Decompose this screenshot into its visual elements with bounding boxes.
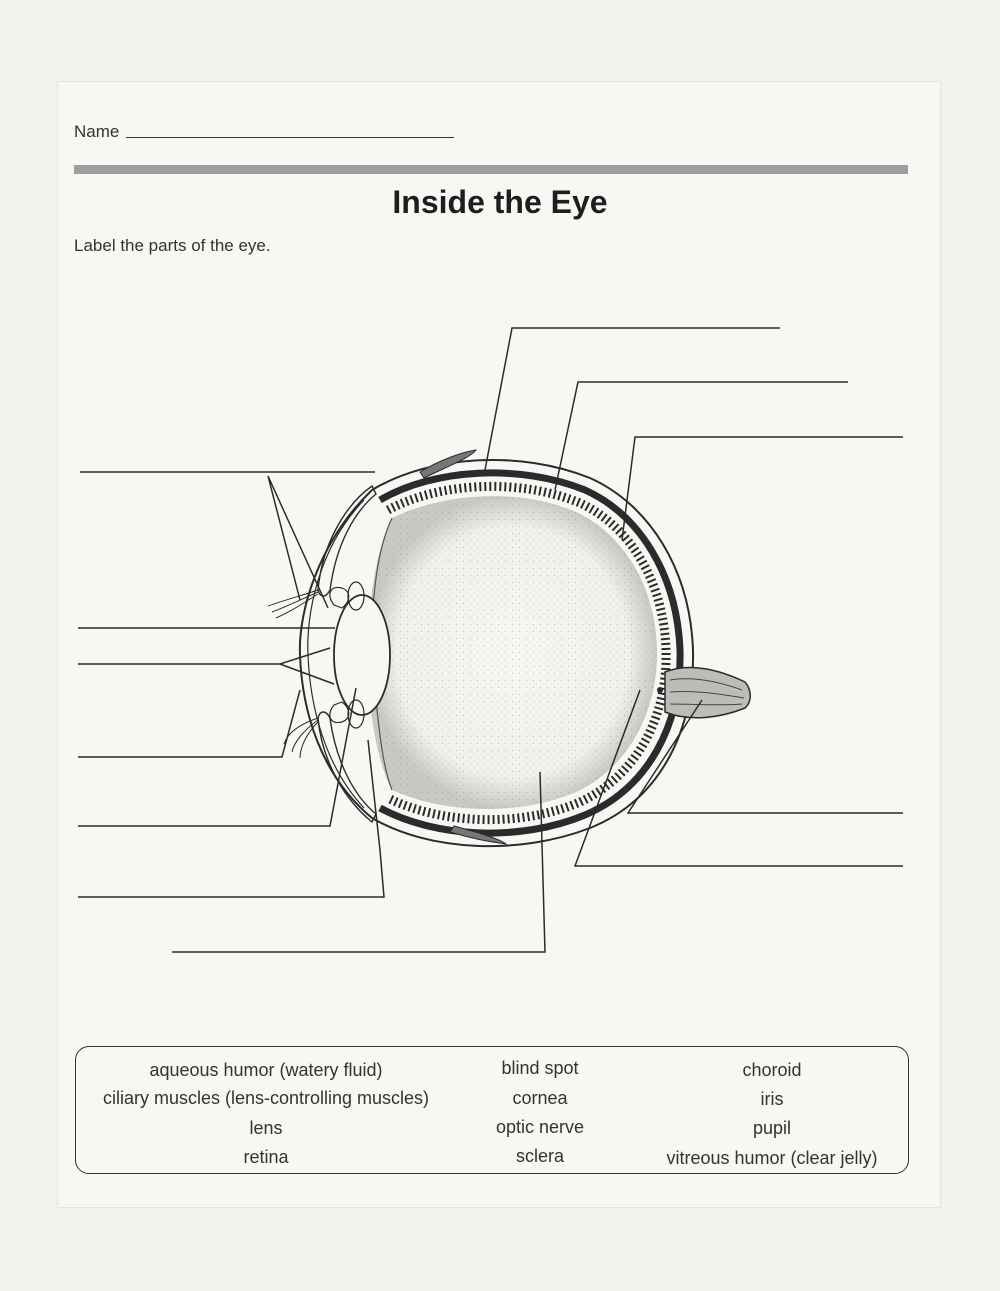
upper-muscle (419, 449, 478, 479)
front-of-eye (267, 449, 508, 845)
optic-nerve-fibers (669, 678, 745, 706)
word-bank-item: pupil (752, 1118, 792, 1138)
word-bank-item: sclera (515, 1146, 565, 1166)
vitreous-stipple (368, 496, 658, 810)
choroid-band (378, 469, 684, 837)
word-bank-item: iris (760, 1089, 784, 1109)
word-bank-item: retina (243, 1147, 289, 1167)
lower-lashes (283, 717, 319, 759)
word-bank-item: lens (249, 1118, 283, 1138)
word-bank-item: vitreous humor (clear jelly) (666, 1148, 878, 1168)
label-line-right-3[interactable] (621, 436, 903, 541)
word-bank-item: choroid (742, 1060, 802, 1080)
word-bank-item: ciliary muscles (lens-controlling muscle… (102, 1088, 430, 1108)
label-leader-left-1[interactable] (267, 475, 329, 609)
label-line-right-5[interactable] (573, 689, 903, 867)
page-title: Inside the Eye (392, 184, 608, 220)
label-line-left-6[interactable] (78, 739, 385, 898)
optic-nerve-shape (657, 666, 751, 719)
name-label: Name (74, 122, 120, 141)
lower-eyelid (317, 711, 377, 824)
ciliary-lower (347, 699, 365, 729)
name-field[interactable] (126, 137, 454, 138)
label-line-bottom[interactable] (172, 771, 546, 953)
word-bank-item: blind spot (501, 1058, 579, 1078)
iris-upper (329, 586, 350, 609)
label-lines (78, 327, 903, 953)
lower-muscle (449, 825, 508, 845)
label-line-left-3[interactable] (78, 647, 335, 685)
blind-spot-dot (657, 687, 663, 693)
label-line-right-2[interactable] (554, 381, 848, 491)
ciliary-upper (347, 581, 365, 611)
label-line-left-5[interactable] (78, 687, 357, 827)
upper-eyelid (317, 484, 377, 597)
word-bank-item: cornea (512, 1088, 568, 1108)
label-line-right-4[interactable] (626, 699, 903, 814)
lens-shape (333, 594, 391, 716)
instructions: Label the parts of the eye. (74, 236, 271, 255)
retina-band (385, 481, 671, 825)
word-bank-item: optic nerve (495, 1117, 585, 1137)
word-bank (75, 1046, 909, 1174)
upper-lashes (267, 589, 319, 619)
header-rule (74, 165, 908, 174)
label-line-left-4[interactable] (78, 689, 301, 758)
word-bank-item: aqueous humor (watery fluid) (149, 1060, 383, 1080)
eyeball (368, 458, 695, 848)
sclera-outline (371, 458, 695, 848)
label-line-right-1[interactable] (484, 327, 780, 471)
iris-lower (329, 701, 350, 724)
